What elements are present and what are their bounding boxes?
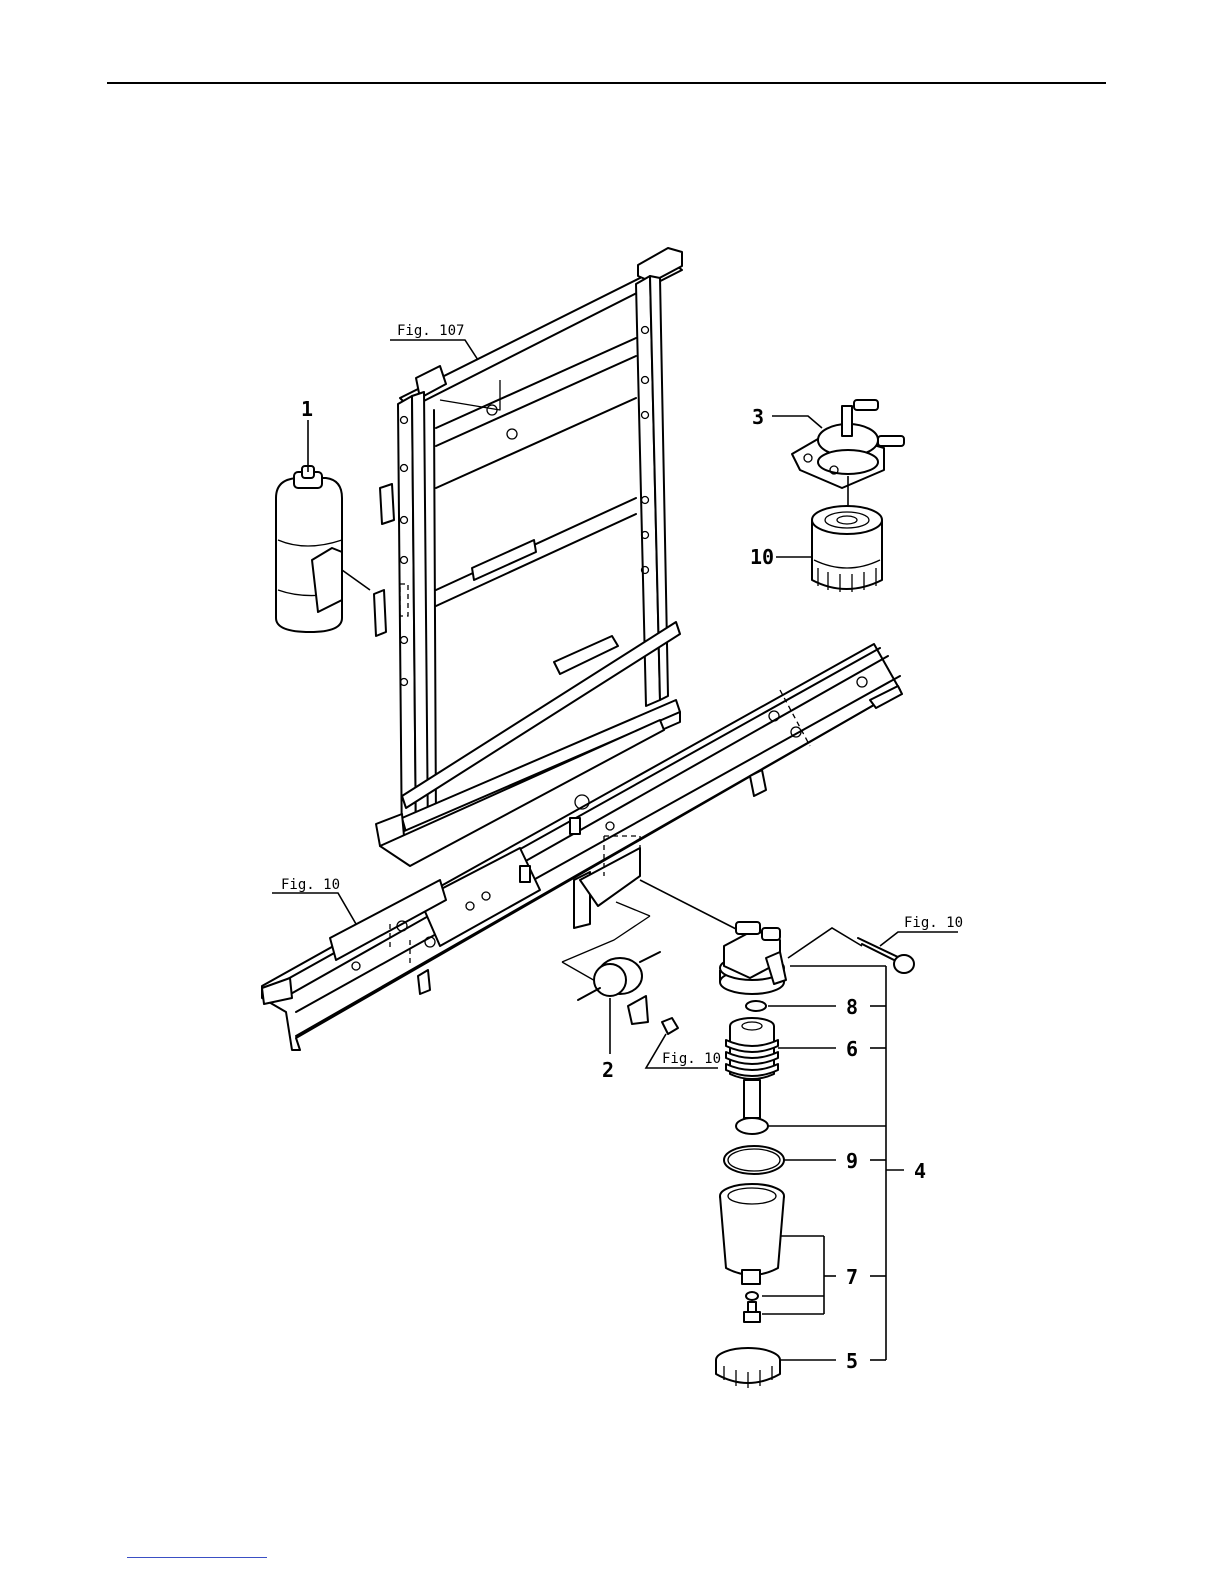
fig-107-reference[interactable]: Fig. 107 (390, 323, 478, 360)
callout-9: 9 (846, 1149, 858, 1173)
fig-10-chassis-reference[interactable]: Fig. 10 (272, 877, 356, 924)
footer-link-underline[interactable] (127, 1557, 267, 1558)
fig-10-chassis-label[interactable]: Fig. 10 (281, 877, 340, 893)
callout-4: 4 (914, 1159, 926, 1183)
callout-10: 10 (750, 545, 774, 569)
chassis-frame (262, 644, 902, 1050)
callout-6: 6 (846, 1037, 858, 1061)
callout-2: 2 (602, 1058, 614, 1082)
callout-1: 1 (301, 397, 313, 421)
part-10-filter-cartridge (812, 506, 882, 592)
fig-10-bracket-bolt-reference[interactable]: Fig. 10 (646, 1034, 721, 1068)
part-3-filter-head (792, 400, 904, 488)
callout-7: 7 (846, 1265, 858, 1289)
fig-107-label[interactable]: Fig. 107 (397, 323, 464, 339)
callout-5: 5 (846, 1349, 858, 1373)
callout-8: 8 (846, 995, 858, 1019)
part-4-water-separator (716, 922, 786, 1388)
fig-10-filter-bolt-reference[interactable]: Fig. 10 (880, 915, 963, 946)
fig-10-bracket-bolt-label[interactable]: Fig. 10 (662, 1051, 721, 1067)
fig-10-filter-bolt-label[interactable]: Fig. 10 (904, 915, 963, 931)
callout-3: 3 (752, 405, 764, 429)
part-1-reserve-tank (276, 466, 370, 632)
